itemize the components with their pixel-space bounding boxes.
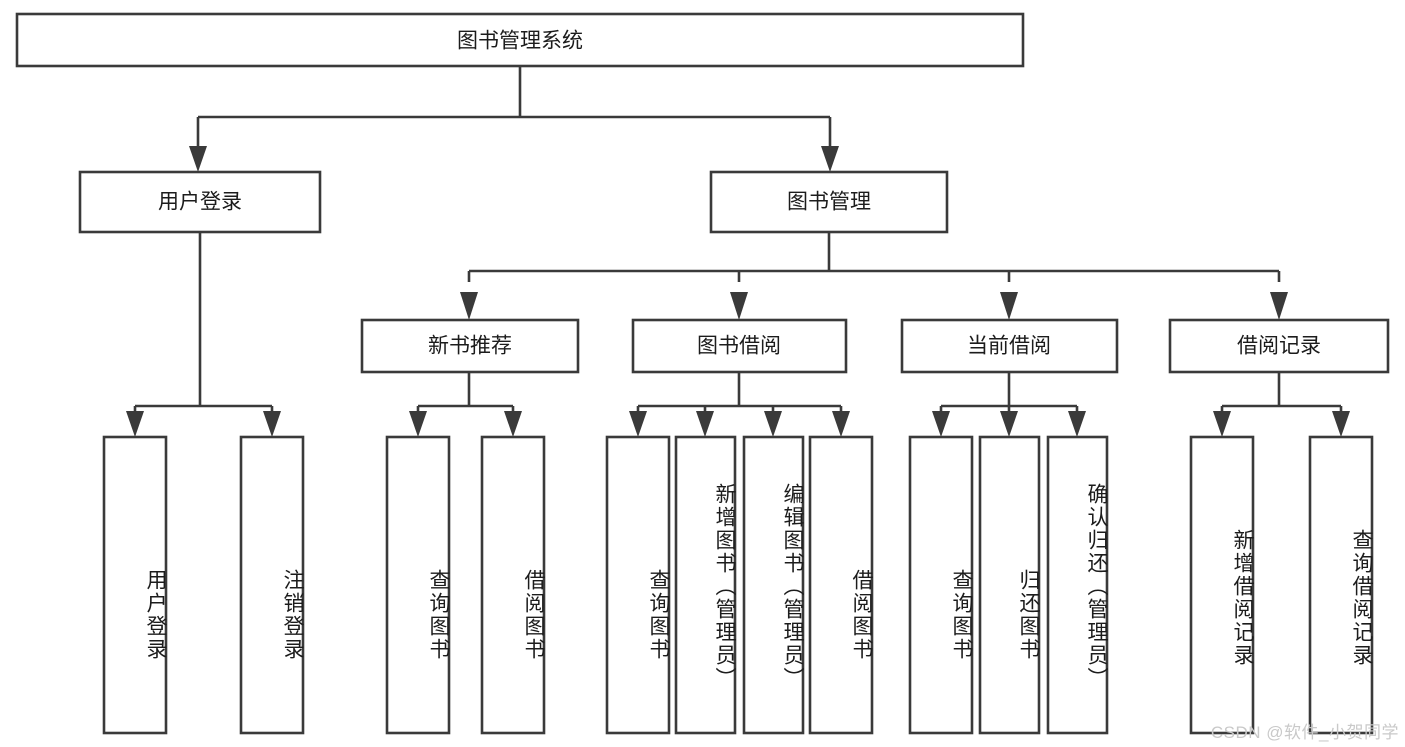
arrowhead-leaf-query-record — [1332, 411, 1350, 437]
connector-book-management-to-level2 — [467, 232, 1281, 282]
arrowhead-to-current-borrow — [1000, 292, 1018, 320]
node-leaf-confirm-return[interactable] — [1046, 435, 1109, 735]
arrowhead-to-book-management — [821, 146, 839, 172]
label-book-management: 图书管理 — [787, 191, 871, 214]
connector-new-book-recommend-to-leaves — [416, 372, 515, 415]
label-new-book-recommend: 新书推荐 — [428, 335, 512, 358]
csdn-watermark: CSDN @软件_小贺同学 — [1210, 723, 1399, 742]
connector-root-to-level1 — [196, 66, 832, 148]
arrowhead-leaf-confirm-return — [1068, 411, 1086, 437]
connector-book-borrow-to-leaves — [636, 372, 843, 415]
label-book-borrow: 图书借阅 — [697, 335, 781, 358]
arrowhead-leaf-query-book-3 — [932, 411, 950, 437]
arrowhead-leaf-logout — [263, 411, 281, 437]
node-leaf-logout[interactable] — [239, 435, 305, 735]
arrowhead-to-borrow-record — [1270, 292, 1288, 320]
node-leaf-add-book[interactable] — [674, 435, 737, 735]
connector-user-login-to-leaves — [133, 232, 274, 415]
connector-current-borrow-to-leaves — [939, 372, 1079, 415]
node-user-login[interactable] — [78, 170, 322, 234]
node-leaf-edit-book[interactable] — [742, 435, 805, 735]
arrowhead-leaf-user-login — [126, 411, 144, 437]
node-leaf-user-login[interactable] — [102, 435, 168, 735]
node-leaf-borrow-book-2[interactable] — [808, 435, 874, 735]
arrowhead-to-book-borrow — [730, 292, 748, 320]
node-current-borrow[interactable] — [900, 318, 1119, 374]
arrowhead-to-new-book-recommend — [460, 292, 478, 320]
label-borrow-record: 借阅记录 — [1237, 335, 1321, 358]
connector-borrow-record-to-leaves — [1220, 372, 1343, 415]
label-root: 图书管理系统 — [457, 30, 583, 53]
arrowhead-leaf-edit-book — [764, 411, 782, 437]
label-user-login: 用户登录 — [158, 191, 242, 214]
arrowhead-leaf-add-book — [696, 411, 714, 437]
node-leaf-borrow-book-1[interactable] — [480, 435, 546, 735]
arrowhead-leaf-return-book — [1000, 411, 1018, 437]
node-root-book-management-system[interactable] — [15, 12, 1025, 68]
arrowhead-leaf-query-book-1 — [409, 411, 427, 437]
arrowhead-to-user-login — [189, 146, 207, 172]
node-leaf-return-book[interactable] — [978, 435, 1041, 735]
arrowhead-leaf-query-book-2 — [629, 411, 647, 437]
arrowhead-leaf-add-record — [1213, 411, 1231, 437]
arrowhead-leaf-borrow-book-2 — [832, 411, 850, 437]
label-current-borrow: 当前借阅 — [967, 335, 1051, 358]
node-leaf-query-book-2[interactable] — [605, 435, 671, 735]
node-leaf-query-book-1[interactable] — [385, 435, 451, 735]
node-leaf-query-book-3[interactable] — [908, 435, 974, 735]
node-new-book-recommend[interactable] — [360, 318, 580, 374]
node-leaf-add-record[interactable] — [1189, 435, 1255, 735]
node-leaf-query-record[interactable] — [1308, 435, 1374, 735]
arrowhead-leaf-borrow-book-1 — [504, 411, 522, 437]
